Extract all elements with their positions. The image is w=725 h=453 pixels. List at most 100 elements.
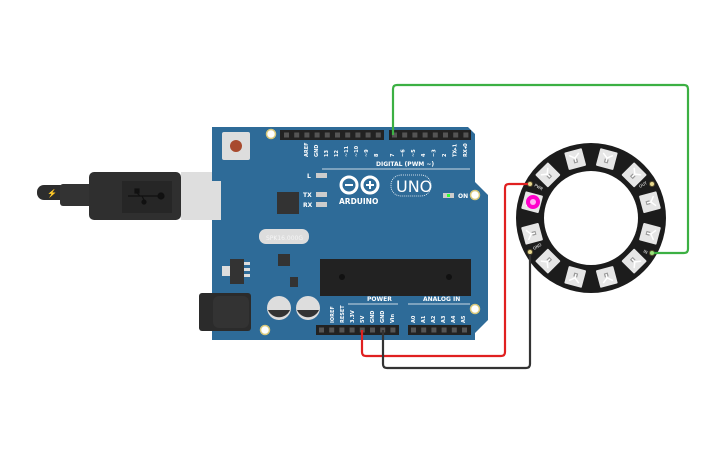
digital-header-left	[280, 130, 384, 140]
reset-button[interactable]	[222, 132, 250, 160]
digital-pin-label: ~11	[344, 145, 350, 157]
crystal: SPK16.000G	[259, 229, 309, 244]
wire-pin7-to-in[interactable]	[391, 83, 690, 255]
power-pin-label: GND	[380, 311, 386, 323]
digital-pin-label: 8	[374, 153, 380, 157]
neopixel-ring[interactable]: PWR GND IN OUT	[516, 143, 666, 293]
digital-pin-label: 2	[442, 153, 448, 157]
header-pin[interactable]	[431, 327, 437, 333]
digital-pin-label: RX◂0	[463, 143, 469, 157]
header-pin[interactable]	[432, 132, 438, 138]
digital-pin-label: ~9	[364, 149, 370, 157]
header-pin[interactable]	[324, 132, 330, 138]
header-pin[interactable]	[392, 132, 397, 138]
model-label: UNO	[396, 177, 432, 196]
led-tx-label: TX	[303, 192, 312, 199]
neopixel-led[interactable]	[564, 266, 587, 288]
digital-pin-label: TX▸1	[452, 143, 458, 157]
header-pin[interactable]	[319, 327, 324, 333]
neopixel-led[interactable]	[535, 248, 561, 274]
power-pin-label: IOREF	[330, 306, 336, 323]
capacitors	[267, 296, 320, 320]
usb-cable[interactable]: ⚡	[37, 172, 221, 220]
header-pin[interactable]	[441, 327, 447, 333]
neopixel-led[interactable]	[639, 222, 661, 245]
pad-pwr	[527, 181, 533, 187]
header-pin[interactable]	[294, 132, 300, 138]
digital-pin-label: AREF	[304, 142, 310, 157]
header-pin[interactable]	[390, 327, 396, 333]
usb-symbol-icon	[128, 188, 165, 205]
mounting-holes	[259, 128, 481, 336]
wire-gnd-to-gnd[interactable]	[381, 254, 532, 370]
analog-pin-label: A1	[421, 315, 427, 323]
led-rx	[316, 202, 327, 207]
neopixel-led[interactable]	[595, 266, 618, 288]
header-pin[interactable]	[345, 132, 351, 138]
ring-pads[interactable]	[527, 181, 655, 256]
digital-pin-label: ~10	[354, 145, 360, 157]
analog-pin-label: A4	[451, 315, 457, 323]
neopixel-led[interactable]	[521, 222, 543, 245]
header-pin[interactable]	[335, 132, 340, 138]
digital-pin-label: 12	[334, 150, 340, 157]
header-pin[interactable]	[462, 327, 467, 333]
neopixel-led[interactable]	[564, 148, 587, 170]
analog-header	[408, 325, 471, 335]
header-pin[interactable]	[463, 132, 469, 138]
arduino-logo-icon	[339, 175, 380, 195]
pad-pwr-label: PWR	[534, 183, 545, 192]
svg-text:SPK16.000G: SPK16.000G	[266, 235, 303, 242]
pad-in-label: IN	[643, 249, 649, 255]
power-header	[316, 325, 399, 335]
power-header-label: POWER	[367, 296, 392, 303]
header-pin[interactable]	[349, 327, 355, 333]
analog-header-label: ANALOG IN	[423, 296, 460, 303]
header-pin[interactable]	[375, 132, 381, 138]
header-pin[interactable]	[402, 132, 408, 138]
header-pin[interactable]	[451, 327, 457, 333]
led-rx-label: RX	[303, 202, 313, 209]
power-pin-label: 5V	[360, 316, 366, 323]
neopixel-led[interactable]	[595, 148, 618, 170]
digital-pin-label: 4	[421, 153, 427, 157]
neopixel-led[interactable]	[639, 191, 661, 214]
header-pin[interactable]	[422, 132, 428, 138]
power-pin-label: RESET	[340, 305, 346, 323]
analog-pin-label: A3	[441, 315, 447, 323]
header-pin[interactable]	[412, 132, 418, 138]
header-pin[interactable]	[421, 327, 427, 333]
wire-5v-to-pwr[interactable]	[360, 182, 528, 358]
header-pin[interactable]	[304, 132, 310, 138]
lightning-icon: ⚡	[47, 188, 57, 198]
header-pin[interactable]	[284, 132, 289, 138]
dc-power-jack[interactable]	[199, 293, 251, 331]
digital-pin-label: 7	[390, 153, 396, 157]
header-pin[interactable]	[411, 327, 416, 333]
digital-pin-label: 13	[324, 150, 330, 157]
header-pin[interactable]	[453, 132, 459, 138]
header-pin[interactable]	[443, 132, 448, 138]
digital-pin-label: ~6	[400, 149, 406, 157]
pad-gnd-label: GND	[532, 242, 542, 251]
header-pin[interactable]	[370, 327, 375, 333]
pad-out-label: OUT	[638, 180, 648, 189]
neopixel-led[interactable]	[621, 248, 647, 274]
power-pin-label: GND	[370, 311, 376, 323]
neopixel-led[interactable]	[535, 162, 561, 188]
header-pin[interactable]	[339, 327, 345, 333]
header-pin[interactable]	[314, 132, 320, 138]
analog-pin-label: A0	[411, 315, 417, 323]
header-pin[interactable]	[365, 132, 371, 138]
header-pin[interactable]	[355, 132, 361, 138]
neopixel-led[interactable]	[621, 162, 647, 188]
led-tx	[316, 192, 327, 197]
digital-pin-label: ~3	[432, 149, 438, 157]
digital-header-label: DIGITAL (PWM ~)	[376, 161, 434, 168]
pad-gnd	[527, 249, 533, 255]
usb-chip	[277, 192, 299, 214]
header-pin[interactable]	[329, 327, 335, 333]
voltage-regulator	[230, 259, 244, 284]
